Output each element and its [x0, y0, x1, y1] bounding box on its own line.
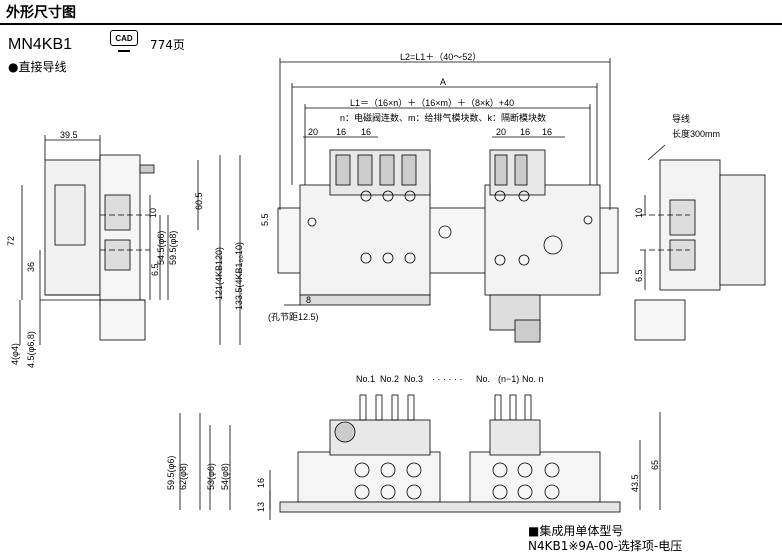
- part-title: ■集成用单体型号: [528, 524, 624, 538]
- dim-72: 72: [6, 236, 16, 246]
- dim-10: 10: [148, 208, 158, 218]
- dim-16a: 16: [336, 127, 346, 137]
- model-name: MN4KB1: [8, 36, 73, 53]
- wiring-type: ●直接导线: [8, 60, 67, 74]
- station-2: No.2: [380, 374, 399, 384]
- station-no: No.: [476, 374, 490, 384]
- station-1: No.1: [356, 374, 375, 384]
- left-side-view: [40, 154, 155, 341]
- dim-8: 8: [306, 295, 311, 305]
- station-3: No.3: [404, 374, 423, 384]
- dim-53: 53(φ6): [206, 463, 216, 490]
- cad-icon[interactable]: CAD: [110, 30, 138, 52]
- dim-121: 121(4KB120): [214, 247, 224, 300]
- dim-pitch: (孔节距12.5): [268, 312, 319, 322]
- dim-A: A: [440, 77, 446, 87]
- dim-L1: L1＝（16×n）＋（16×m）＋（8×k）+40: [350, 98, 514, 108]
- dim-L2: L2=L1＋（40〜52）: [400, 52, 481, 62]
- dim-16b: 16: [361, 127, 371, 137]
- front-top-view: [277, 149, 619, 343]
- page-title: 外形尺寸图: [6, 5, 76, 21]
- dim-65: 65: [650, 460, 660, 470]
- dim-13: 13: [256, 502, 266, 512]
- dim-20b: 20: [496, 127, 506, 137]
- dim-36: 36: [26, 262, 36, 272]
- dim-133-5: 133.5(4KB1₀₀10): [234, 242, 244, 310]
- wire-length: 长度300mm: [672, 128, 720, 139]
- part-value: N4KB1※9A-00-选择项-电压: [528, 539, 683, 553]
- right-side-view: [634, 144, 766, 341]
- dim-5-5: 5.5: [260, 213, 270, 226]
- dim-39-5: 39.5: [60, 130, 78, 140]
- dim-54: 54(φ8): [220, 463, 230, 490]
- station-n-minus-1: (n−1): [498, 374, 519, 384]
- dim-60-5: 60.5: [194, 192, 204, 210]
- top-dimension-lines: [279, 58, 611, 306]
- dim-10-right: 10: [634, 208, 644, 218]
- left-dimension-lines: [19, 135, 241, 345]
- cad-stand: [118, 46, 130, 52]
- bottom-view: [179, 394, 661, 520]
- page-reference[interactable]: 774页: [150, 38, 185, 52]
- station-dots: · · · · · ·: [432, 374, 463, 384]
- dim-4-5: 4.5(φ6,8): [26, 331, 36, 368]
- dim-54-5: 54.5(φ6): [156, 231, 166, 265]
- dim-16-bottom: 16: [256, 478, 266, 488]
- dim-59-5: 59.5(φ8): [168, 231, 178, 265]
- dim-16d: 16: [542, 127, 552, 137]
- dim-4: 4(φ4): [10, 343, 20, 365]
- manifold-part-number: ■集成用单体型号 N4KB1※9A-00-选择项-电压: [528, 524, 682, 554]
- dim-legend: n：电磁阀连数、m：给排气模块数、k：隔断模块数: [340, 112, 546, 123]
- dim-6-5-right: 6.5: [634, 269, 644, 282]
- wire-label: 导线: [672, 113, 690, 124]
- dim-59-5-bottom: 59.5(φ6): [166, 456, 176, 490]
- dim-6-5: 6.5: [150, 263, 160, 276]
- header: 外形尺寸图: [0, 0, 782, 25]
- dim-20a: 20: [308, 127, 318, 137]
- header-rule: [0, 23, 782, 25]
- cad-badge: CAD: [110, 30, 138, 46]
- station-n: No. n: [522, 374, 544, 384]
- dim-16c: 16: [520, 127, 530, 137]
- dim-43-5: 43.5: [630, 474, 640, 492]
- dim-62: 62(φ8): [178, 463, 188, 490]
